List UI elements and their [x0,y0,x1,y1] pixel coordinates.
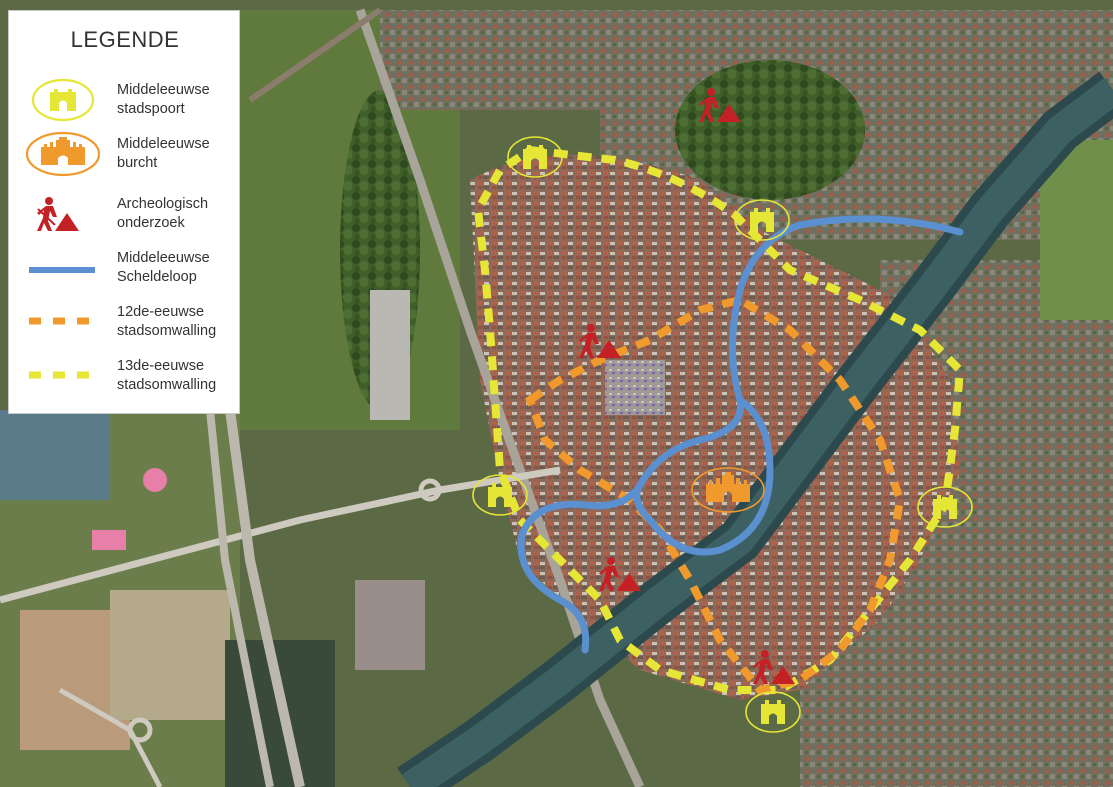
city-gate-marker [507,136,563,178]
archaeology-marker [599,557,641,591]
dashed-line-orange [29,317,95,325]
gate-icon [31,78,95,122]
city-gate-marker [472,474,528,516]
city-gate-marker [917,486,973,528]
dashed-line-yellow [29,371,95,379]
legend-title: LEGENDE [70,27,180,52]
castle-marker [691,467,765,513]
archaeology-marker [699,88,741,122]
archaeology-marker [753,650,795,684]
city-gate-marker [734,199,790,241]
castle-icon [25,131,101,177]
city-gate-marker [745,691,801,733]
archaeology-marker [579,324,621,358]
river-line [29,267,95,273]
excavation-icon [37,197,79,231]
